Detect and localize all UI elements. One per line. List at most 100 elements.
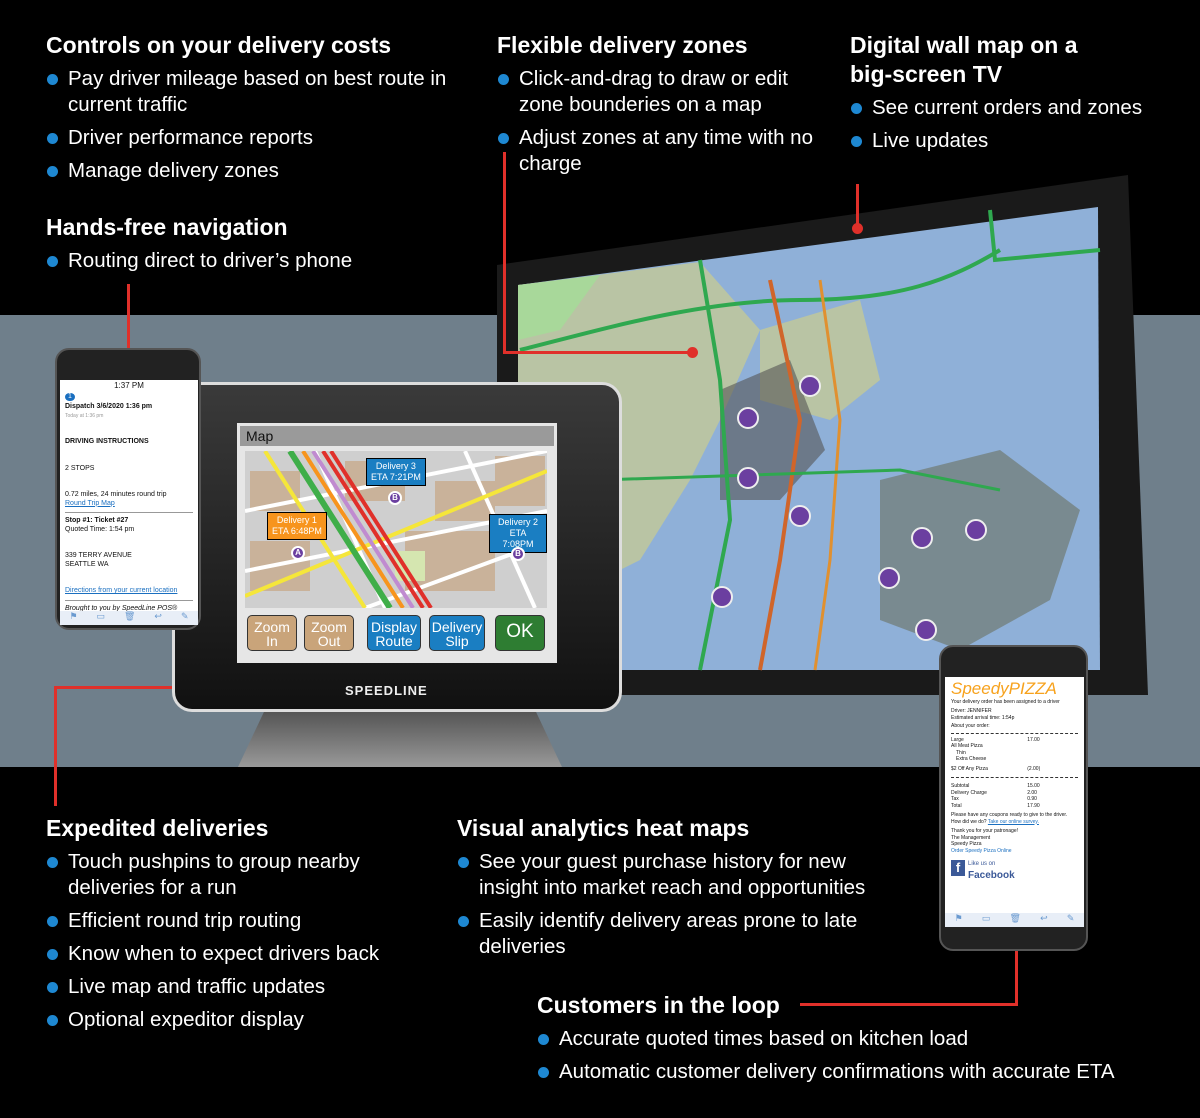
folder-icon[interactable]: ▭: [96, 611, 106, 621]
driver-phone-screen: 1:37 PM 1 Dispatch 3/6/2020 1:36 pm Toda…: [60, 380, 198, 625]
connector-expedited-h: [54, 686, 192, 689]
delivery-name: Delivery 2: [497, 517, 538, 527]
customer-phone-screen: SpeedyPIZZA Your delivery order has been…: [945, 677, 1084, 927]
section-title: Flexible delivery zones: [497, 32, 748, 58]
about: About your order:: [951, 723, 990, 729]
connector-zones-h: [503, 351, 691, 354]
survey-question: How did we do?: [951, 818, 987, 825]
store-name: Speedy Pizza: [951, 841, 982, 847]
phone-toolbar: ⚑ ▭ 🗑 ↩ ✎: [60, 611, 198, 625]
bullet: Optional expeditor display: [46, 1007, 426, 1033]
order-item: $2 Off Any Pizza(2.00): [951, 765, 1041, 772]
connector-hands-free: [127, 284, 130, 362]
bullet: Live updates: [850, 128, 1190, 154]
compose-icon[interactable]: ✎: [180, 611, 189, 621]
round-trip-map-link[interactable]: Round Trip Map: [65, 499, 115, 507]
bullet: Driver performance reports: [46, 125, 466, 151]
section-delivery-costs: Controls on your delivery costs Pay driv…: [46, 31, 466, 191]
delivery-eta: ETA 7:08PM: [502, 528, 534, 549]
connector-dot: [687, 347, 698, 358]
bullet: Routing direct to driver’s phone: [46, 248, 446, 274]
distance: 0.72 miles, 24 minutes round trip: [65, 491, 167, 498]
directions-link[interactable]: Directions from your current location: [65, 587, 178, 594]
ok-button[interactable]: OK: [495, 615, 545, 651]
section-title: Expedited deliveries: [46, 815, 269, 841]
connector-customers-v: [1015, 942, 1018, 1006]
connector-customers: [800, 1003, 1018, 1006]
heading: DRIVING INSTRUCTIONS: [65, 438, 149, 445]
section-title: Customers in the loop: [537, 992, 780, 1018]
stops: 2 STOPS: [65, 464, 95, 472]
thanks: Thank you for your patronage!: [951, 828, 1018, 834]
pushpin-a[interactable]: A: [291, 546, 305, 560]
footer: Brought to you by SpeedLine POS®: [65, 604, 178, 612]
tablet-stand: [238, 712, 562, 767]
title-line: Digital wall map on a: [850, 32, 1078, 58]
bullet: Accurate quoted times based on kitchen l…: [537, 1026, 1177, 1052]
phone-time: 1:37 PM: [114, 381, 144, 390]
bullet: Manage delivery zones: [46, 158, 466, 184]
delivery-name: Delivery 1: [276, 515, 317, 525]
reply-icon[interactable]: ↩: [1040, 913, 1048, 923]
section-delivery-zones: Flexible delivery zones Click-and-drag t…: [497, 31, 817, 184]
survey-link[interactable]: Take our online survey.: [987, 818, 1039, 825]
bullet: See current orders and zones: [850, 95, 1190, 121]
address: SEATTLE WA: [65, 560, 109, 568]
section-hands-free: Hands-free navigation Routing direct to …: [46, 213, 446, 281]
speedy-pizza-logo: SpeedyPIZZA: [951, 679, 1057, 698]
bullet: Adjust zones at any time with no charge: [497, 125, 817, 177]
section-title: Controls on your delivery costs: [46, 32, 392, 58]
flag-icon[interactable]: ⚑: [69, 611, 78, 621]
trash-icon[interactable]: 🗑: [1009, 913, 1021, 923]
folder-icon[interactable]: ▭: [981, 913, 991, 923]
driver-phone: 1:37 PM 1 Dispatch 3/6/2020 1:36 pm Toda…: [55, 348, 201, 630]
delivery-eta: ETA 6:48PM: [272, 526, 322, 536]
quoted-time: Quoted Time: 1:54 pm: [65, 525, 135, 533]
speedline-logo: SPEEDLINE: [345, 683, 428, 698]
bullet: Automatic customer delivery confirmation…: [537, 1059, 1177, 1085]
customer-phone: SpeedyPIZZA Your delivery order has been…: [939, 645, 1088, 951]
flag-icon[interactable]: ⚑: [954, 913, 963, 923]
address: 339 TERRY AVENUE: [65, 552, 132, 559]
order-item: All Meat Pizza: [951, 743, 983, 749]
pushpin-b[interactable]: B: [511, 547, 525, 561]
reply-icon[interactable]: ↩: [154, 611, 162, 621]
section-title: Visual analytics heat maps: [457, 815, 750, 841]
received-time: Today at 1:36 pm: [65, 412, 104, 419]
order-online-link[interactable]: Order Speedy Pizza Online: [951, 847, 1012, 854]
pushpin-b[interactable]: B: [388, 491, 402, 505]
trash-icon[interactable]: 🗑: [124, 611, 136, 621]
facebook-icon: f: [951, 860, 965, 876]
stop: Stop #1: Ticket #27: [65, 517, 129, 524]
delivery-eta: ETA 7:21PM: [371, 472, 421, 482]
screen-title: Map: [240, 426, 554, 446]
order-item: Thin: [956, 749, 966, 756]
coupons-note: Please have any coupons ready to give to…: [951, 812, 1068, 818]
section-expedited: Expedited deliveries Touch pushpins to g…: [46, 814, 426, 1040]
compose-icon[interactable]: ✎: [1066, 913, 1075, 923]
message-badge[interactable]: 1: [65, 392, 75, 401]
bullet: Efficient round trip routing: [46, 908, 426, 934]
section-title: Hands-free navigation: [46, 214, 288, 240]
bullet: Easily identify delivery areas prone to …: [457, 908, 907, 960]
intro: Your delivery order has been assigned to…: [951, 699, 1060, 705]
connector-dot: [852, 223, 863, 234]
driver: Driver: JENNIFER: [951, 708, 992, 714]
bullet: Know when to expect drivers back: [46, 941, 426, 967]
